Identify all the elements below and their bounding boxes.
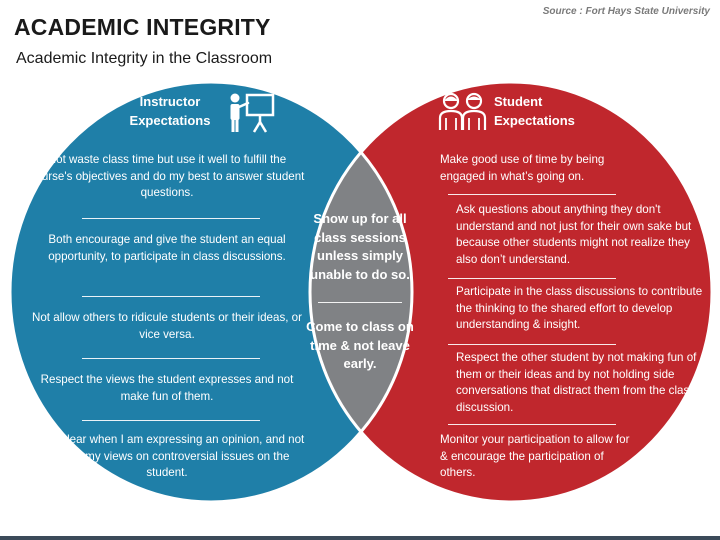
instructor-circle-outline [8, 80, 414, 504]
instructor-divider-4 [82, 420, 260, 421]
student-divider-4 [448, 424, 616, 425]
instructor-divider-2 [82, 296, 260, 297]
student-divider-3 [448, 344, 616, 345]
student-item-2: Ask questions about anything they don't … [456, 203, 692, 266]
instructor-item-1: Not waste class time but use it well to … [29, 153, 305, 199]
instructor-item-5: Make clear when I am expressing an opini… [29, 433, 305, 479]
instructor-title: Instructor Expectations [129, 94, 211, 128]
page-subtitle: Academic Integrity in the Classroom [16, 50, 273, 67]
student-divider-1 [448, 194, 616, 195]
student-circle-outline [308, 80, 714, 504]
student-circle [310, 82, 712, 502]
student-item-5: Monitor your participation to allow for … [440, 433, 630, 479]
instructor-divider-3 [82, 358, 260, 359]
source-note: Source : Fort Hays State University [542, 6, 710, 17]
student-item-4: Respect the other student by not making … [456, 351, 697, 414]
bottom-bar [0, 536, 720, 540]
instructor-circle [10, 82, 412, 502]
instructor-item-2: Both encourage and give the student an e… [48, 233, 286, 263]
shared-divider [318, 302, 402, 303]
page-title: ACADEMIC INTEGRITY [14, 14, 271, 40]
teacher-at-board-icon [230, 93, 275, 133]
shared-item-1: Show up for all class sessions unless si… [310, 211, 410, 282]
shared-item-2: Come to class on time & not leave early. [306, 319, 414, 371]
student-title: Student Expectations [494, 94, 575, 128]
instructor-divider-1 [82, 218, 260, 219]
student-divider-2 [448, 278, 616, 279]
student-item-3: Participate in the class discussions to … [456, 285, 703, 331]
instructor-item-4: Respect the views the student expresses … [40, 373, 294, 403]
instructor-item-3: Not allow others to ridicule students or… [31, 311, 302, 341]
students-icon [438, 92, 487, 130]
student-item-1: Make good use of time by being engaged i… [440, 153, 605, 183]
